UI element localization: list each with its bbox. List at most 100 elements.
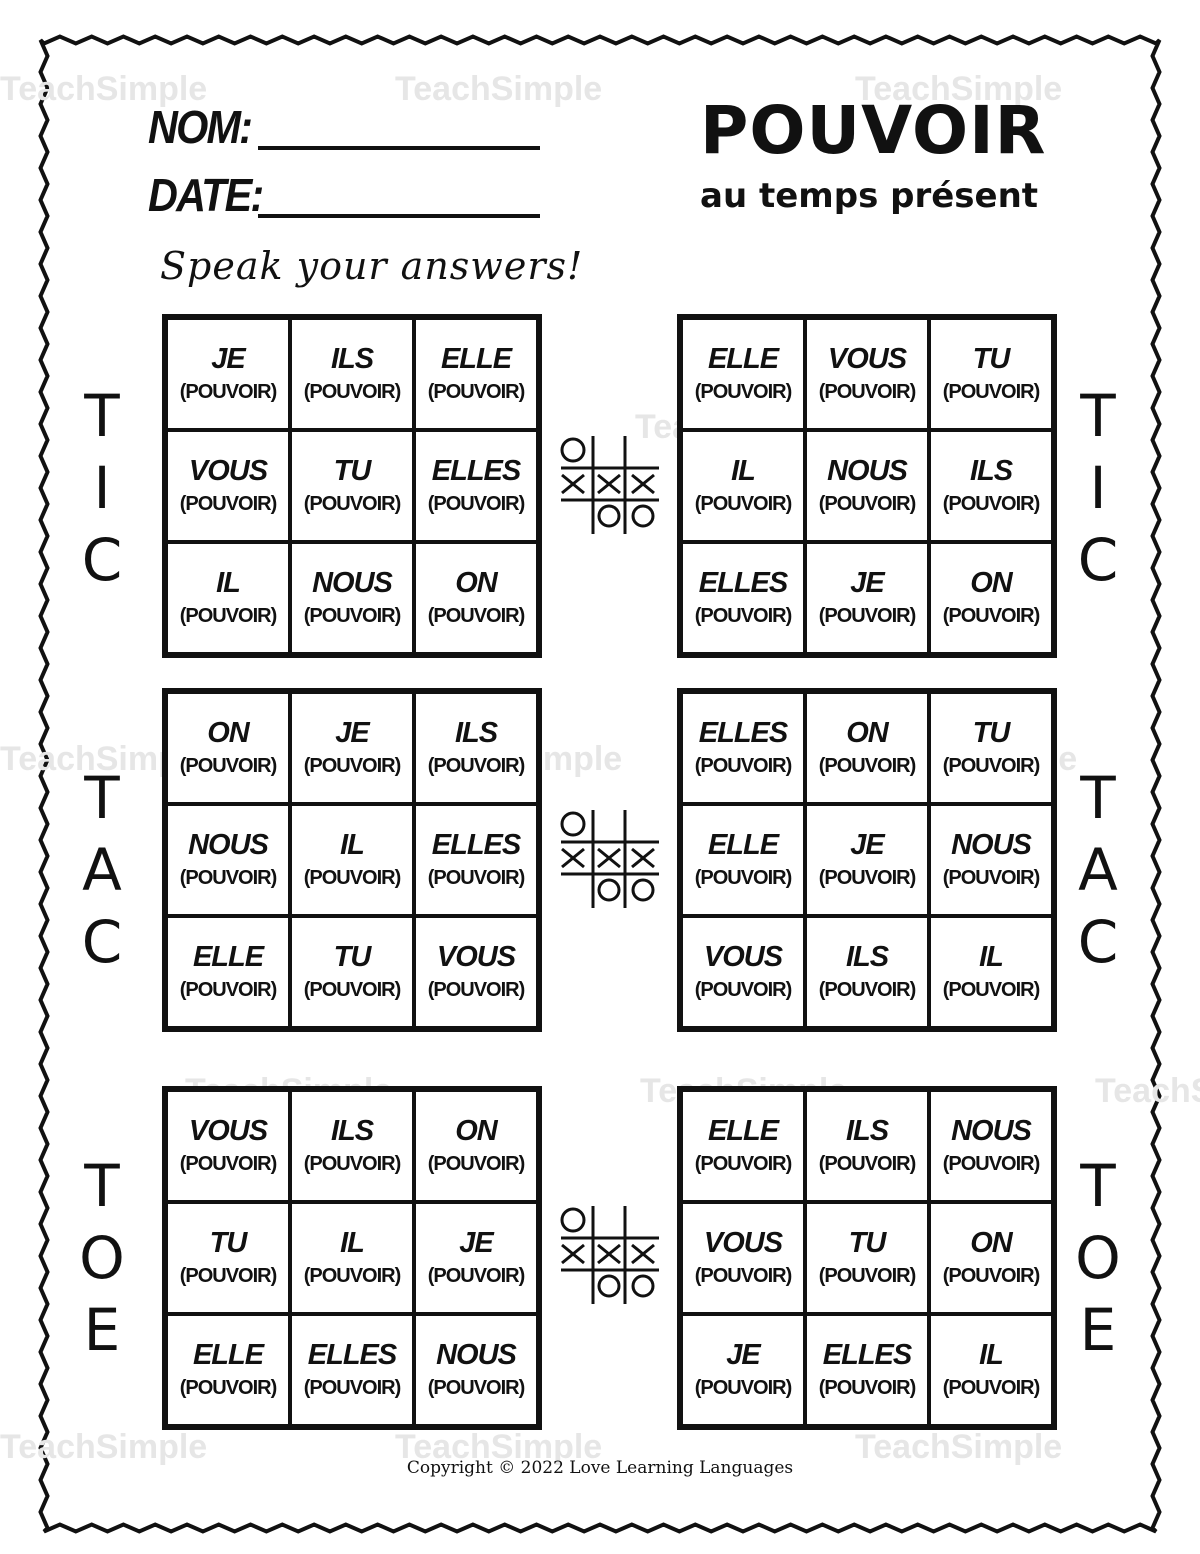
grid-cell[interactable]: JE(POUVOIR) [414, 1202, 538, 1314]
watermark: TeachSimple [1095, 1072, 1200, 1110]
grid-cell[interactable]: NOUS(POUVOIR) [805, 430, 929, 542]
grid-cell[interactable]: JE(POUVOIR) [681, 1314, 805, 1426]
grid-cell[interactable]: ELLES(POUVOIR) [414, 804, 538, 916]
pronoun-label: ON [455, 1115, 497, 1147]
pronoun-label: TU [333, 941, 372, 973]
grid-cell[interactable]: TU (POUVOIR) [805, 1202, 929, 1314]
verb-label: (POUVOIR) [694, 493, 793, 515]
grid-cell[interactable]: ILS(POUVOIR) [805, 1090, 929, 1202]
grid-cell[interactable]: ILS(POUVOIR) [414, 692, 538, 804]
side-letter: A [1078, 836, 1118, 904]
doodle-stroke [631, 504, 655, 528]
grid-cell[interactable]: IL(POUVOIR) [929, 1314, 1053, 1426]
grid-cell[interactable]: NOUS(POUVOIR) [414, 1314, 538, 1426]
grid-cell[interactable]: VOUS(POUVOIR) [166, 430, 290, 542]
grid-cell[interactable]: JE(POUVOIR) [805, 542, 929, 654]
watermark: TeachSimple [855, 1428, 1063, 1466]
pronoun-label: JE [335, 717, 369, 749]
grid-cell[interactable]: TU(POUVOIR) [929, 318, 1053, 430]
pronoun-label: ELLE [192, 1339, 264, 1371]
grid-cell[interactable]: ELLE(POUVOIR) [414, 318, 538, 430]
pronoun-label: VOUS [436, 941, 516, 973]
grid-cell[interactable]: ELLE(POUVOIR) [681, 1090, 805, 1202]
verb-label: (POUVOIR) [818, 493, 917, 515]
grid-cell[interactable]: ELLES(POUVOIR) [681, 542, 805, 654]
pronoun-label: ILS [969, 455, 1013, 487]
verb-label: (POUVOIR) [818, 755, 917, 777]
verb-label: (POUVOIR) [303, 867, 402, 889]
pronoun-label: ELLES [431, 455, 521, 487]
grid-cell[interactable]: TU(POUVOIR) [290, 430, 414, 542]
grid-cell[interactable]: VOUS (POUVOIR) [414, 916, 538, 1028]
pronoun-label: JE [850, 567, 884, 599]
grid-cell[interactable]: VOUS(POUVOIR) [166, 1090, 290, 1202]
verb-label: (POUVOIR) [179, 979, 278, 1001]
grid-cell[interactable]: ON(POUVOIR) [166, 692, 290, 804]
grid-cell[interactable]: VOUS(POUVOIR) [805, 318, 929, 430]
grid-cell[interactable]: VOUS(POUVOIR) [681, 916, 805, 1028]
pronoun-label: ON [207, 717, 249, 749]
grid-cell[interactable]: IL(POUVOIR) [290, 1202, 414, 1314]
grid-cell[interactable]: ELLE (POUVOIR) [166, 1314, 290, 1426]
grid-cell[interactable]: ON(POUVOIR) [929, 542, 1053, 654]
verb-label: (POUVOIR) [179, 867, 278, 889]
side-letter: E [1079, 1296, 1117, 1364]
grid-cell[interactable]: IL(POUVOIR) [929, 916, 1053, 1028]
grid-cell[interactable]: ELLES(POUVOIR) [414, 430, 538, 542]
grid-cell[interactable]: ON(POUVOIR) [805, 692, 929, 804]
verb-label: (POUVOIR) [427, 1377, 526, 1399]
pronoun-label: TU [848, 1227, 887, 1259]
grid-cell[interactable]: VOUS(POUVOIR) [681, 1202, 805, 1314]
verb-label: (POUVOIR) [818, 1377, 917, 1399]
verb-label: (POUVOIR) [427, 979, 526, 1001]
verb-label: (POUVOIR) [179, 1377, 278, 1399]
pronoun-label: JE [211, 343, 245, 375]
grid-cell[interactable]: ON(POUVOIR) [414, 542, 538, 654]
grid-cell[interactable]: NOUS(POUVOIR) [929, 804, 1053, 916]
grid-cell[interactable]: TU(POUVOIR) [290, 916, 414, 1028]
verb-label: (POUVOIR) [818, 1265, 917, 1287]
grid-cell[interactable]: TU(POUVOIR) [166, 1202, 290, 1314]
grid-cell[interactable]: IL(POUVOIR) [290, 804, 414, 916]
side-letter: A [82, 836, 122, 904]
tic-tac-toe-board-1: JE(POUVOIR)ILS(POUVOIR)ELLE(POUVOIR)VOUS… [162, 314, 542, 658]
grid-cell[interactable]: JE(POUVOIR) [805, 804, 929, 916]
date-answer-line[interactable] [258, 214, 540, 218]
doodle-stroke [631, 878, 655, 902]
grid-cell[interactable]: ON(POUVOIR) [414, 1090, 538, 1202]
doodle-stroke [597, 878, 621, 902]
grid-cell[interactable]: ELLE(POUVOIR) [681, 804, 805, 916]
grid-cell[interactable]: JE(POUVOIR) [166, 318, 290, 430]
grid-cell[interactable]: ILS(POUVOIR) [929, 430, 1053, 542]
nom-answer-line[interactable] [258, 146, 540, 150]
pronoun-label: IL [979, 1339, 1004, 1371]
pronoun-label: ELLE [192, 941, 264, 973]
grid-cell[interactable]: NOUS(POUVOIR) [929, 1090, 1053, 1202]
pronoun-label: VOUS [188, 455, 268, 487]
grid-cell[interactable]: ELLE (POUVOIR) [166, 916, 290, 1028]
grid-cell[interactable]: IL(POUVOIR) [681, 430, 805, 542]
verb-label: (POUVOIR) [303, 493, 402, 515]
pronoun-label: ON [970, 567, 1012, 599]
grid-cell[interactable]: NOUS(POUVOIR) [290, 542, 414, 654]
doodle-stroke [597, 504, 621, 528]
side-word-tic-left: T I C [72, 380, 132, 596]
grid-cell[interactable]: ON(POUVOIR) [929, 1202, 1053, 1314]
verb-label: (POUVOIR) [427, 381, 526, 403]
watermark: TeachSimple [0, 70, 208, 108]
grid-cell[interactable]: IL(POUVOIR) [166, 542, 290, 654]
grid-cell[interactable]: JE(POUVOIR) [290, 692, 414, 804]
verb-label: (POUVOIR) [427, 755, 526, 777]
tic-tac-toe-board-5: VOUS(POUVOIR)ILS(POUVOIR)ON(POUVOIR)TU(P… [162, 1086, 542, 1430]
grid-cell[interactable]: ELLES(POUVOIR) [681, 692, 805, 804]
grid-cell[interactable]: TU(POUVOIR) [929, 692, 1053, 804]
verb-label: (POUVOIR) [942, 979, 1041, 1001]
grid-cell[interactable]: ILS(POUVOIR) [290, 318, 414, 430]
grid-cell[interactable]: ILS(POUVOIR) [290, 1090, 414, 1202]
grid-cell[interactable]: ELLE(POUVOIR) [681, 318, 805, 430]
grid-cell[interactable]: ELLES(POUVOIR) [805, 1314, 929, 1426]
verb-label: (POUVOIR) [179, 605, 278, 627]
grid-cell[interactable]: ELLES(POUVOIR) [290, 1314, 414, 1426]
grid-cell[interactable]: NOUS(POUVOIR) [166, 804, 290, 916]
grid-cell[interactable]: ILS(POUVOIR) [805, 916, 929, 1028]
